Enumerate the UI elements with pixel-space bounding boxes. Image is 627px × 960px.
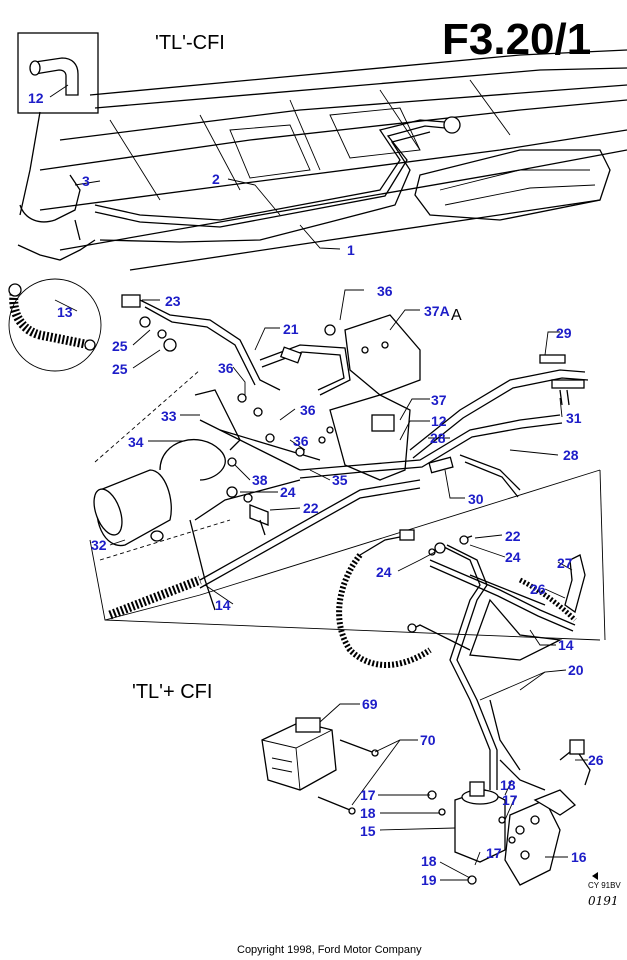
- callout-36-b: 36: [218, 360, 234, 376]
- hose-inset-box: [17, 32, 99, 216]
- floor-pan-drawing: [17, 49, 627, 271]
- pump-assembly: [427, 739, 591, 886]
- handwritten-note: 0191: [588, 894, 619, 908]
- callout-38: 38: [252, 472, 268, 488]
- callout-30: 30: [468, 491, 484, 507]
- callout-35: 35: [332, 472, 348, 488]
- section-title-bottom: 'TL'+ CFI: [132, 681, 212, 703]
- callout-12-b: 12: [431, 413, 447, 429]
- leader-lines: [49, 84, 588, 881]
- drawing-stamp: CY 91BV 0191: [588, 872, 621, 908]
- callout-17-a: 17: [360, 787, 376, 803]
- callout-27: 27: [557, 555, 573, 571]
- callout-23: 23: [165, 293, 181, 309]
- screws: [317, 739, 379, 815]
- callout-14-a: 14: [215, 597, 231, 613]
- callout-22-a: 22: [303, 500, 319, 516]
- callout-1: 1: [347, 242, 355, 258]
- callout-19: 19: [421, 872, 437, 888]
- callout-32: 32: [91, 537, 107, 553]
- callout-28-a: 28: [430, 430, 446, 446]
- stamp-code: CY 91BV: [588, 881, 621, 890]
- callout-18-a: 18: [500, 777, 516, 793]
- callout-36-c: 36: [300, 402, 316, 418]
- callout-70: 70: [420, 732, 436, 748]
- callout-2: 2: [212, 171, 220, 187]
- callout-16: 16: [571, 849, 587, 865]
- callout-26-b: 26: [588, 752, 604, 768]
- callout-22-b: 22: [505, 528, 521, 544]
- callout-36-a: 36: [377, 283, 393, 299]
- stray-mark: A: [451, 307, 462, 324]
- copyright-notice: Copyright 1998, Ford Motor Company: [237, 944, 422, 956]
- callout-31: 31: [566, 410, 582, 426]
- callout-24-a: 24: [280, 484, 296, 500]
- callout-69: 69: [362, 696, 378, 712]
- callout-37a: 37A: [424, 303, 450, 319]
- fuel-pipes-middle: [108, 294, 589, 620]
- section-title-top: 'TL'-CFI: [155, 32, 225, 54]
- callout-33: 33: [161, 408, 177, 424]
- callout-24-c: 24: [376, 564, 392, 580]
- callout-17-c: 17: [486, 845, 502, 861]
- callout-37: 37: [431, 392, 447, 408]
- callout-34: 34: [128, 434, 144, 450]
- callout-17-b: 17: [502, 792, 518, 808]
- callout-36-d: 36: [293, 433, 309, 449]
- corrugated-hose: [8, 278, 102, 372]
- ecu-module: [261, 717, 337, 791]
- callout-3: 3: [82, 173, 90, 189]
- callout-28-b: 28: [563, 447, 579, 463]
- callout-20: 20: [568, 662, 584, 678]
- callout-13: 13: [57, 304, 73, 320]
- callout-25-a: 25: [112, 338, 128, 354]
- callout-29: 29: [556, 325, 572, 341]
- callout-14-b: 14: [558, 637, 574, 653]
- sheet-code: F3.20/1: [442, 15, 591, 64]
- callout-26-a: 26: [530, 581, 546, 597]
- callout-18-c: 18: [421, 853, 437, 869]
- callout-25-b: 25: [112, 361, 128, 377]
- callout-labels: 12 3 2 1 13 23 36 37A A 25 21 25 29 36 3…: [28, 90, 604, 888]
- fuel-filter-assembly: [89, 369, 606, 641]
- callout-12: 12: [28, 90, 44, 106]
- lower-fuel-lines: [336, 529, 586, 791]
- callout-18-b: 18: [360, 805, 376, 821]
- callout-24-b: 24: [505, 549, 521, 565]
- callout-15: 15: [360, 823, 376, 839]
- callout-21: 21: [283, 321, 299, 337]
